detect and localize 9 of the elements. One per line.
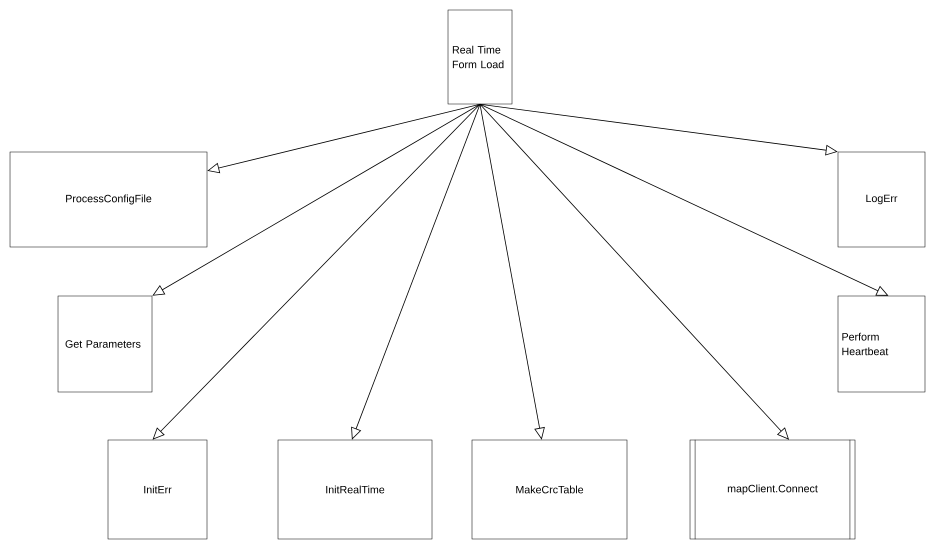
- process-box: InitRealTime: [278, 440, 432, 540]
- process-box: MakeCrcTable: [472, 440, 628, 540]
- process-box: InitErr: [108, 440, 208, 540]
- subroutine-box: mapClient.Connect: [690, 439, 856, 540]
- process-box: Real Time Form Load: [448, 10, 512, 104]
- process-box: ProcessConfigFile: [10, 152, 208, 248]
- process-box: Perform Heartbeat: [838, 296, 926, 392]
- process-box: Get Parameters: [58, 296, 152, 392]
- process-box: LogErr: [838, 152, 926, 248]
